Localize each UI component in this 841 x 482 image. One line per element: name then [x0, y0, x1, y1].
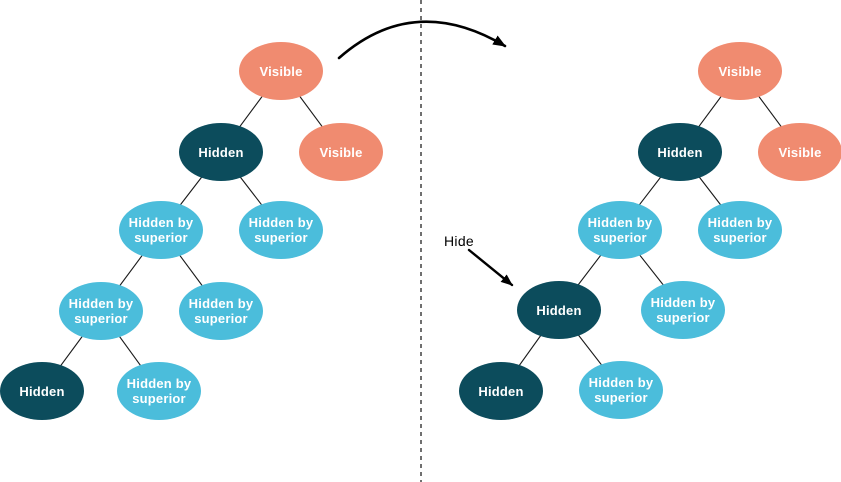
tree-edge: [160, 151, 222, 231]
tree-edge: [500, 309, 560, 392]
tree-edge: [558, 309, 622, 391]
tree-edge: [280, 70, 342, 153]
tree-edge: [41, 310, 102, 392]
tree-edge: [619, 229, 684, 311]
hide-arrow: [467, 248, 514, 287]
tree-edge: [619, 151, 681, 231]
tree-edge: [558, 229, 621, 311]
tree-edge: [220, 151, 282, 231]
tree-edge: [220, 70, 282, 153]
tree-edge: [160, 229, 222, 312]
tree-edge: [100, 310, 160, 392]
transform-arrow: [337, 20, 507, 60]
tree-edge: [679, 70, 741, 153]
hide-label: Hide: [444, 233, 474, 249]
tree-edges: [41, 70, 801, 392]
tree-edge: [679, 151, 741, 231]
tree-edge: [739, 70, 801, 153]
tree-edge: [100, 229, 162, 312]
